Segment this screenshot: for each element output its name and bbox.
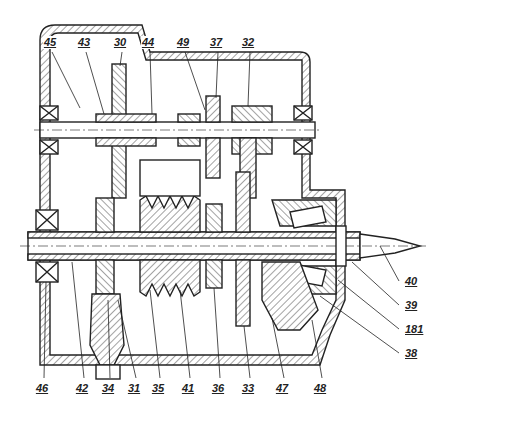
callout-number: 34 [101, 382, 115, 395]
sleeve [96, 138, 156, 146]
callout-number: 43 [77, 36, 91, 49]
foot [96, 365, 120, 379]
gear [206, 204, 222, 232]
callout-number: 42 [75, 382, 89, 395]
housing [40, 25, 345, 365]
gear [206, 138, 220, 178]
bearings [40, 106, 312, 154]
gear [112, 140, 126, 198]
gear [96, 260, 114, 294]
callout-number: 46 [35, 382, 49, 395]
collar [178, 138, 200, 146]
callout-number: 31 [127, 382, 141, 395]
callout-number: 35 [151, 382, 165, 395]
leader-lines [44, 52, 399, 378]
callout-number: 49 [176, 36, 190, 49]
callout-number: 48 [313, 382, 327, 395]
callout-number: 37 [209, 36, 223, 49]
drawing-lines [20, 25, 428, 379]
sleeve [96, 114, 156, 122]
callout-number: 181 [404, 323, 424, 336]
callout-number: 47 [275, 382, 289, 395]
callout-number: 44 [141, 36, 155, 49]
nut [336, 226, 346, 266]
gear [112, 64, 126, 120]
gear [206, 96, 220, 122]
gear [236, 260, 250, 326]
gear [206, 260, 222, 288]
pulley [140, 260, 200, 296]
callout-number: 30 [113, 36, 127, 49]
callout-number: 41 [181, 382, 195, 395]
callout-number: 36 [211, 382, 225, 395]
ring-gear [262, 262, 318, 330]
clutch [232, 106, 272, 122]
collar [178, 114, 200, 122]
gear [96, 198, 114, 232]
gear [236, 172, 250, 232]
callout-number: 38 [404, 347, 418, 360]
bearings [36, 210, 58, 282]
pulley-guard [140, 160, 200, 196]
callout-number: 45 [43, 36, 57, 49]
callout-number: 32 [241, 36, 255, 49]
callout-number: 40 [404, 275, 418, 288]
pulley [140, 196, 200, 232]
callout-number: 33 [241, 382, 255, 395]
callout-number: 39 [404, 299, 418, 312]
